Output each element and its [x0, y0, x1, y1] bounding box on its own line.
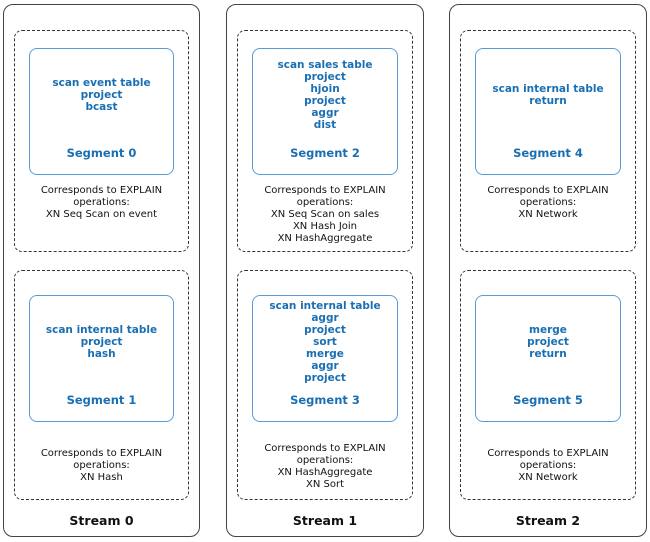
description-line: XN HashAggregate [277, 233, 373, 244]
operation-label: return [529, 347, 567, 360]
stream-label: Stream 2 [515, 513, 581, 528]
description-line: operations: [519, 460, 577, 471]
description-line: XN HashAggregate [277, 467, 373, 478]
segment-description: Corresponds to EXPLAIN operations: XN Ne… [465, 448, 631, 484]
description-line: operations: [296, 197, 354, 208]
segment-title: Segment 0 [66, 146, 137, 160]
operation-list: scan sales table project hjoin project a… [253, 49, 397, 140]
operation-label: project [304, 371, 346, 384]
segment-box: scan internal table return Segment 4 [475, 48, 621, 175]
segment-box: scan sales table project hjoin project a… [252, 48, 398, 175]
description-line: XN Hash Join [292, 221, 358, 232]
stream-label: Stream 0 [69, 513, 134, 528]
segment-title: Segment 4 [513, 146, 583, 160]
operation-label: project [304, 323, 346, 336]
description-line: XN Network [518, 472, 578, 483]
segment-group: scan internal table project hash Segment… [14, 270, 189, 500]
description-line: Corresponds to EXPLAIN [40, 185, 163, 196]
segment-description: Corresponds to EXPLAIN operations: XN Se… [19, 185, 184, 221]
operation-label: hash [87, 347, 116, 360]
description-line: operations: [73, 197, 130, 208]
operation-label: scan event table [52, 76, 151, 89]
segment-title: Segment 5 [513, 393, 583, 407]
description-line: XN Hash [80, 472, 123, 483]
operation-label: return [529, 94, 567, 107]
operation-label: bcast [85, 100, 118, 113]
operation-label: project [527, 335, 569, 348]
operation-label: aggr [311, 359, 339, 372]
description-line: Corresponds to EXPLAIN [264, 443, 386, 454]
stream-label: Stream 1 [292, 513, 358, 528]
description-line: operations: [519, 197, 577, 208]
operation-label: merge [529, 323, 567, 336]
stream-0-panel: scan event table project bcast Segment 0… [3, 4, 200, 537]
description-line: Corresponds to EXPLAIN [40, 448, 163, 459]
segment-description: Corresponds to EXPLAIN operations: XN Se… [242, 185, 408, 245]
description-line: XN Sort [305, 479, 344, 490]
operation-list: scan event table project bcast [30, 49, 173, 140]
operation-label: scan sales table [277, 58, 373, 71]
segment-group: merge project return Segment 5 Correspon… [460, 270, 636, 500]
segment-title: Segment 2 [290, 146, 360, 160]
segment-description: Corresponds to EXPLAIN operations: XN Ha… [242, 443, 408, 491]
segment-group: scan event table project bcast Segment 0… [14, 30, 189, 252]
segment-group: scan sales table project hjoin project a… [237, 30, 413, 252]
description-line: Corresponds to EXPLAIN [487, 448, 609, 459]
segment-group: scan internal table return Segment 4 Cor… [460, 30, 636, 252]
operation-list: scan internal table project hash [30, 296, 173, 387]
operation-list: scan internal table return [476, 49, 620, 140]
operation-label: aggr [311, 311, 339, 324]
operation-label: hjoin [310, 82, 340, 95]
description-line: Corresponds to EXPLAIN [487, 185, 609, 196]
description-line: operations: [73, 460, 130, 471]
operation-label: sort [313, 335, 337, 348]
description-line: Corresponds to EXPLAIN [264, 185, 386, 196]
segment-group: scan internal table aggr project sort me… [237, 270, 413, 500]
description-line: XN Seq Scan on sales [270, 209, 380, 220]
segment-box: scan event table project bcast Segment 0 [29, 48, 174, 175]
operation-label: project [80, 88, 123, 101]
operation-label: merge [306, 347, 344, 360]
stream-1-panel: scan sales table project hjoin project a… [226, 4, 424, 537]
operation-label: scan internal table [269, 299, 381, 312]
operation-label: dist [313, 118, 337, 131]
segment-title: Segment 1 [66, 393, 137, 407]
operation-label: project [80, 335, 123, 348]
segment-title: Segment 3 [290, 393, 360, 407]
description-line: XN Seq Scan on event [45, 209, 158, 220]
operation-list: scan internal table aggr project sort me… [253, 296, 397, 387]
operation-label: project [304, 94, 346, 107]
description-line: operations: [296, 455, 354, 466]
operation-list: merge project return [476, 296, 620, 387]
segment-box: merge project return Segment 5 [475, 295, 621, 422]
segment-description: Corresponds to EXPLAIN operations: XN Ne… [465, 185, 631, 221]
operation-label: scan internal table [492, 82, 604, 95]
segment-box: scan internal table aggr project sort me… [252, 295, 398, 422]
stream-2-panel: scan internal table return Segment 4 Cor… [449, 4, 647, 537]
operation-label: aggr [311, 106, 339, 119]
segment-description: Corresponds to EXPLAIN operations: XN Ha… [19, 448, 184, 484]
operation-label: scan internal table [45, 323, 158, 336]
description-line: XN Network [518, 209, 578, 220]
segment-box: scan internal table project hash Segment… [29, 295, 174, 422]
operation-label: project [304, 70, 346, 83]
